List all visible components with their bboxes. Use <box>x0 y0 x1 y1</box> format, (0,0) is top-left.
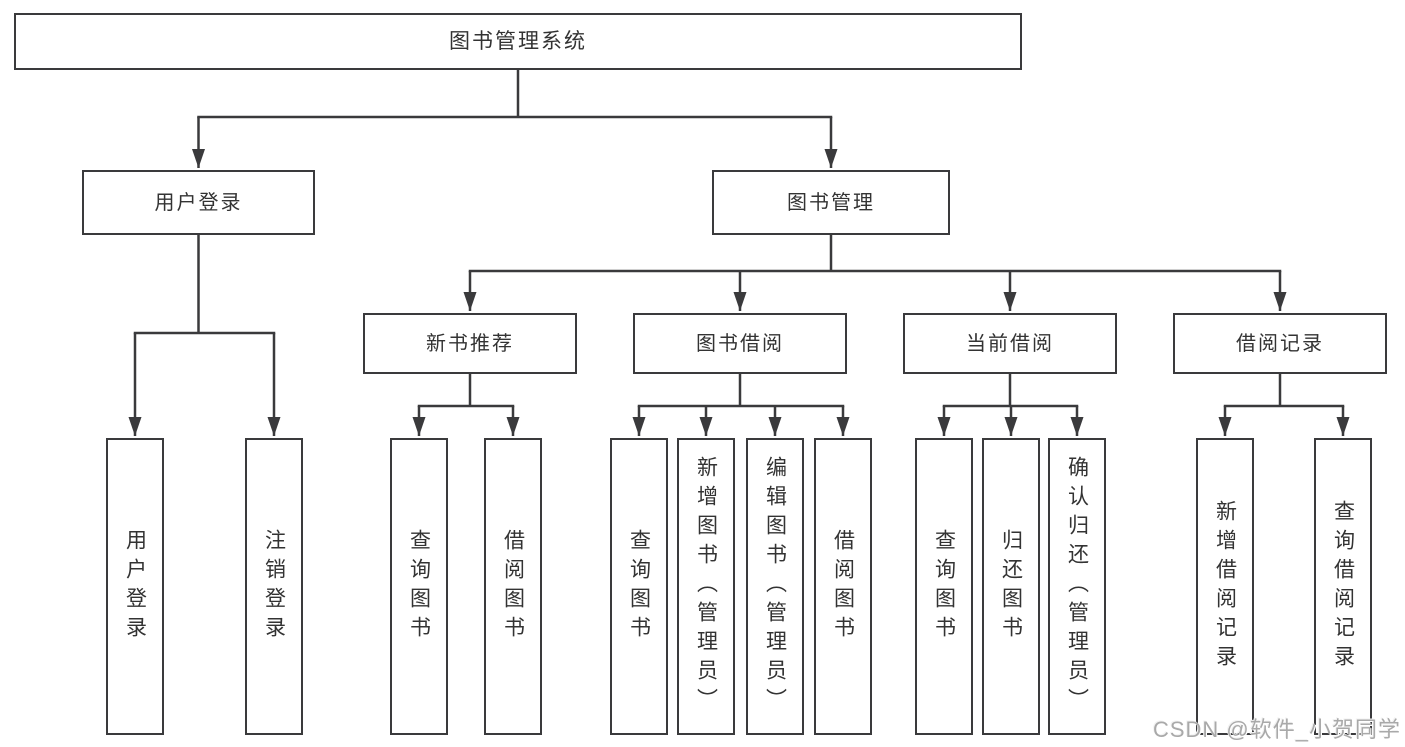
node-book-management: 图书管理 <box>712 170 950 235</box>
node-label: 用户登录 <box>154 191 243 214</box>
leaf-cb-return-books: 归还图书 <box>982 438 1040 735</box>
leaf-user-login: 用户登录 <box>106 438 164 735</box>
leaf-br-query-record: 查询借阅记录 <box>1314 438 1372 735</box>
node-label: 借阅记录 <box>1236 332 1324 355</box>
node-current-borrow: 当前借阅 <box>903 313 1117 374</box>
node-label: 新书推荐 <box>426 332 514 355</box>
node-label: 查询图书 <box>407 528 431 645</box>
node-label: 归还图书 <box>999 528 1023 645</box>
node-borrow-records: 借阅记录 <box>1173 313 1387 374</box>
node-label: 图书借阅 <box>696 332 784 355</box>
node-library-management-system: 图书管理系统 <box>14 13 1022 70</box>
node-book-borrow: 图书借阅 <box>633 313 847 374</box>
node-label: 确认归还（管理员） <box>1065 456 1089 717</box>
leaf-logout: 注销登录 <box>245 438 303 735</box>
node-label: 编辑图书（管理员） <box>763 456 787 717</box>
node-label: 借阅图书 <box>831 528 855 645</box>
leaf-bb-add-books: 新增图书（管理员） <box>677 438 735 735</box>
node-label: 注销登录 <box>262 528 286 645</box>
leaf-bb-edit-books: 编辑图书（管理员） <box>746 438 804 735</box>
node-label: 查询图书 <box>932 528 956 645</box>
node-label: 借阅图书 <box>501 528 525 645</box>
leaf-rec-borrow-books: 借阅图书 <box>484 438 542 735</box>
leaf-bb-borrow-books: 借阅图书 <box>814 438 872 735</box>
leaf-br-add-record: 新增借阅记录 <box>1196 438 1254 735</box>
node-label: 图书管理系统 <box>449 30 587 53</box>
leaf-rec-query-books: 查询图书 <box>390 438 448 735</box>
leaf-cb-query-books: 查询图书 <box>915 438 973 735</box>
node-user-login: 用户登录 <box>82 170 315 235</box>
leaf-cb-confirm-return: 确认归还（管理员） <box>1048 438 1106 735</box>
leaf-bb-query-books: 查询图书 <box>610 438 668 735</box>
node-label: 新增图书（管理员） <box>694 456 718 717</box>
node-label: 新增借阅记录 <box>1213 499 1237 674</box>
node-new-book-recommend: 新书推荐 <box>363 313 577 374</box>
node-label: 当前借阅 <box>966 332 1054 355</box>
node-label: 查询借阅记录 <box>1331 499 1355 674</box>
node-label: 图书管理 <box>787 191 875 214</box>
node-label: 查询图书 <box>627 528 651 645</box>
node-label: 用户登录 <box>123 528 147 645</box>
csdn-watermark: CSDN @软件_小贺同学 <box>1152 717 1401 742</box>
